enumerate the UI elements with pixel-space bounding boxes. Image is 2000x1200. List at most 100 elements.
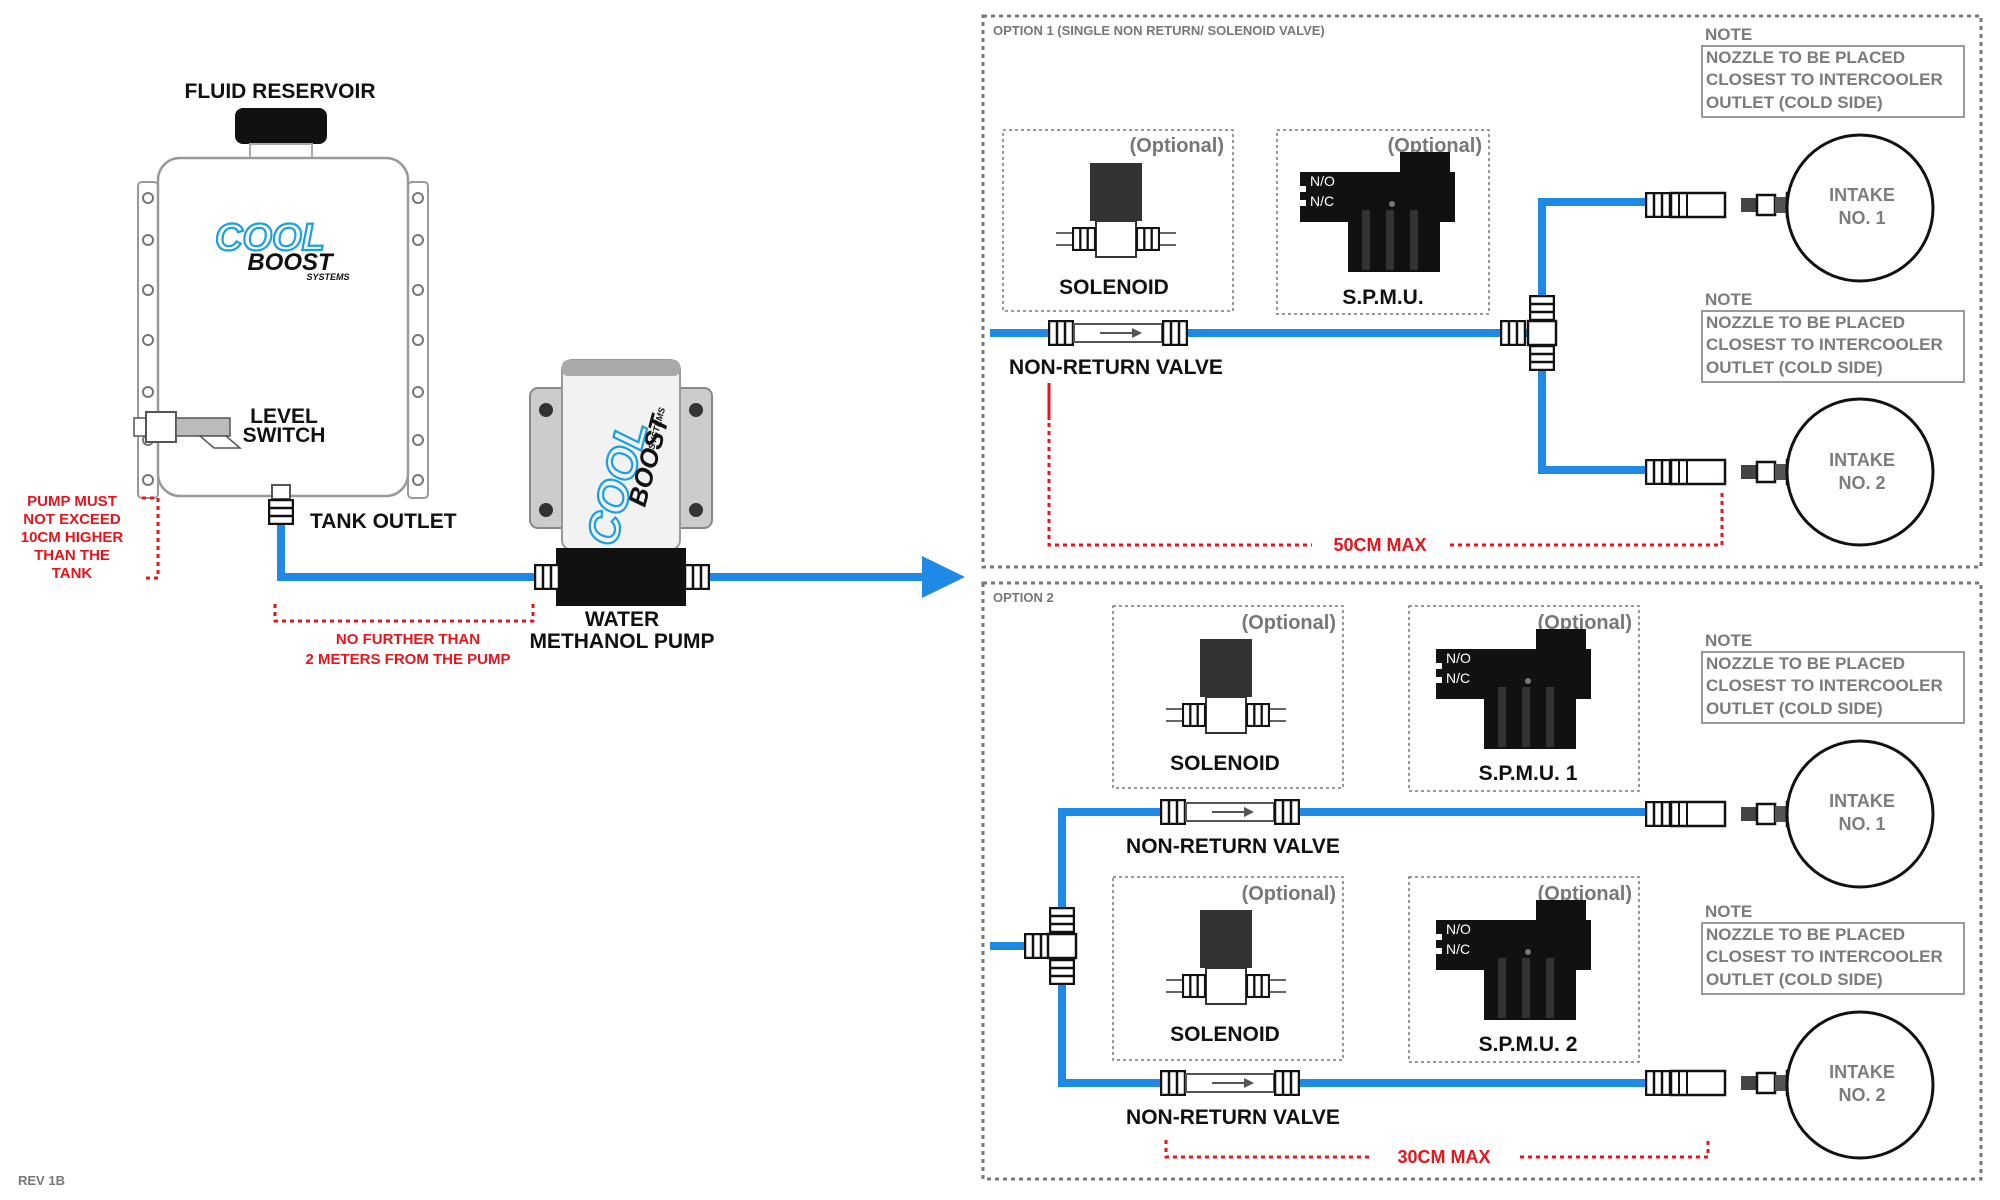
tank-outlet-label: TANK OUTLET — [310, 510, 457, 533]
option-2-tee-icon — [1024, 907, 1078, 985]
option-2-panel: OPTION 2 (Optional) SOLENOID (Optional) … — [981, 581, 1983, 1181]
pump-motor — [556, 548, 686, 606]
option-1-intake-2-word: INTAKE — [1829, 450, 1895, 470]
option-1-title: OPTION 1 (SINGLE NON RETURN/ SOLENOID VA… — [993, 23, 1325, 38]
option-2-intake-1 — [1785, 739, 1935, 889]
flow-arrow-icon — [922, 556, 965, 598]
option-1-nrv-label: NON-RETURN VALVE — [1009, 356, 1223, 379]
reservoir-brand-cool: COOL — [215, 217, 325, 259]
option-1-spmu-optional: (Optional) — [1388, 135, 1482, 157]
option-2-note-1-heading: NOTE — [1705, 631, 1752, 650]
option-2-intake-1-word: INTAKE — [1829, 791, 1895, 811]
option-1-note-1-line-2: CLOSEST TO INTERCOOLER — [1706, 70, 1943, 89]
option-2-spmu-1-nc: N/C — [1446, 670, 1470, 686]
option-1-max-distance: 50CM MAX — [1333, 535, 1426, 555]
option-1-solenoid-label: SOLENOID — [1059, 276, 1169, 299]
option-2-frame — [981, 581, 1983, 1181]
option-2-spmu-2-nc: N/C — [1446, 941, 1470, 957]
option-1-note-2-line-3: OUTLET (COLD SIDE) — [1706, 358, 1883, 377]
height-warning-line-3: 10CM HIGHER — [21, 529, 124, 546]
option-1-panel: OPTION 1 (SINGLE NON RETURN/ SOLENOID VA… — [981, 14, 1983, 569]
option-2-nrv-2-icon — [1161, 1071, 1299, 1095]
option-2-max-distance: 30CM MAX — [1397, 1147, 1490, 1167]
level-switch-label-2: SWITCH — [243, 424, 326, 447]
option-2-nrv-1-label: NON-RETURN VALVE — [1126, 835, 1340, 858]
option-2-note-2-line-1: NOZZLE TO BE PLACED — [1706, 925, 1905, 944]
option-1-spmu-label: S.P.M.U. — [1342, 286, 1423, 309]
option-2-spmu-1-label: S.P.M.U. 1 — [1479, 762, 1578, 785]
height-warning: PUMP MUST NOT EXCEED 10CM HIGHER THAN TH… — [21, 493, 160, 582]
option-1-tee-icon — [1500, 295, 1558, 371]
option-2-solenoid-2-label: SOLENOID — [1170, 1023, 1280, 1046]
option-2-solenoid-1-label: SOLENOID — [1170, 752, 1280, 775]
pump-label-1: WATER — [585, 608, 659, 631]
water-methanol-pump: COOL BOOST SYSTEMS WATER METHANOL PUMP — [529, 359, 715, 653]
option-2-title: OPTION 2 — [993, 590, 1054, 605]
distance-warning-line-1: NO FURTHER THAN — [336, 631, 480, 648]
option-1-intake-1-number: NO. 1 — [1838, 208, 1885, 228]
option-1-solenoid-icon — [1056, 163, 1176, 257]
option-1-intake-1 — [1785, 133, 1935, 283]
option-2-note-2-heading: NOTE — [1705, 902, 1752, 921]
option-2-note-1-line-1: NOZZLE TO BE PLACED — [1706, 654, 1905, 673]
option-1-spmu-com: COM — [1341, 154, 1374, 170]
option-1-note-2-line-1: NOZZLE TO BE PLACED — [1706, 313, 1905, 332]
main-supply-pipe — [277, 525, 965, 598]
option-2-spmu-1-icon — [1436, 629, 1591, 749]
distance-warning: NO FURTHER THAN 2 METERS FROM THE PUMP — [273, 604, 535, 668]
height-warning-line-1: PUMP MUST — [27, 493, 117, 510]
option-1-intake-2-number: NO. 2 — [1838, 473, 1885, 493]
option-2-nrv-1-icon — [1161, 800, 1299, 824]
pump-inlet-fitting-icon — [534, 564, 560, 590]
option-1-note-1-line-1: NOZZLE TO BE PLACED — [1706, 48, 1905, 67]
option-2-spmu-2-icon — [1436, 900, 1591, 1020]
option-1-spmu-nc: N/C — [1310, 193, 1334, 209]
option-1-spmu-no: N/O — [1310, 173, 1335, 189]
fluid-reservoir: FLUID RESERVOIR COOL BOOST SYSTEMS LEVEL… — [133, 80, 457, 533]
option-2-spmu-2-no: N/O — [1446, 921, 1471, 937]
option-2-spmu-1-no: N/O — [1446, 650, 1471, 666]
option-2-solenoid-2-optional: (Optional) — [1242, 883, 1336, 905]
pump-outlet-fitting-icon — [684, 564, 710, 590]
option-1-spmu-icon — [1300, 152, 1455, 272]
option-1-note-2-heading: NOTE — [1705, 290, 1752, 309]
level-switch-icon — [133, 411, 243, 449]
option-2-intake-1-number: NO. 1 — [1838, 814, 1885, 834]
option-2-note-2-line-3: OUTLET (COLD SIDE) — [1706, 970, 1883, 989]
tank-outlet-fitting-icon — [268, 499, 294, 525]
option-2-spmu-1-optional: (Optional) — [1538, 612, 1632, 634]
option-1-frame — [981, 14, 1983, 569]
reservoir-brand-boost: BOOST — [247, 249, 335, 276]
option-1-note-2-line-2: CLOSEST TO INTERCOOLER — [1706, 335, 1943, 354]
option-2-spmu-1-com: COM — [1477, 631, 1510, 647]
option-1-intake-1-word: INTAKE — [1829, 185, 1895, 205]
height-warning-line-2: NOT EXCEED — [23, 511, 121, 528]
reservoir-cap — [235, 108, 327, 144]
pump-label-2: METHANOL PUMP — [529, 630, 714, 653]
option-2-solenoid-1-optional: (Optional) — [1242, 612, 1336, 634]
option-2-intake-2-word: INTAKE — [1829, 1062, 1895, 1082]
option-1-intake-2 — [1785, 397, 1935, 547]
option-2-nrv-2-label: NON-RETURN VALVE — [1126, 1106, 1340, 1129]
level-switch-label: LEVEL — [250, 405, 318, 428]
option-2-note-1-line-3: OUTLET (COLD SIDE) — [1706, 699, 1883, 718]
option-2-solenoid-2-icon — [1166, 910, 1286, 1004]
reservoir-title: FLUID RESERVOIR — [185, 80, 376, 103]
option-2-note-1-line-2: CLOSEST TO INTERCOOLER — [1706, 676, 1943, 695]
option-2-intake-2 — [1785, 1010, 1935, 1160]
height-warning-line-5: TANK — [52, 565, 93, 582]
option-2-spmu-2-label: S.P.M.U. 2 — [1479, 1033, 1578, 1056]
option-2-intake-2-number: NO. 2 — [1838, 1085, 1885, 1105]
option-1-nrv-icon — [1049, 321, 1187, 345]
distance-warning-line-2: 2 METERS FROM THE PUMP — [305, 651, 510, 668]
height-warning-line-4: THAN THE — [34, 547, 110, 564]
option-2-solenoid-1-icon — [1166, 639, 1286, 733]
option-2-spmu-2-com: COM — [1477, 902, 1510, 918]
reservoir-brand-systems: SYSTEMS — [306, 272, 349, 282]
option-1-note-1-heading: NOTE — [1705, 25, 1752, 44]
option-1-note-1-line-3: OUTLET (COLD SIDE) — [1706, 93, 1883, 112]
option-2-note-2-line-2: CLOSEST TO INTERCOOLER — [1706, 947, 1943, 966]
revision-label: REV 1B — [18, 1173, 65, 1188]
option-2-spmu-2-optional: (Optional) — [1538, 883, 1632, 905]
